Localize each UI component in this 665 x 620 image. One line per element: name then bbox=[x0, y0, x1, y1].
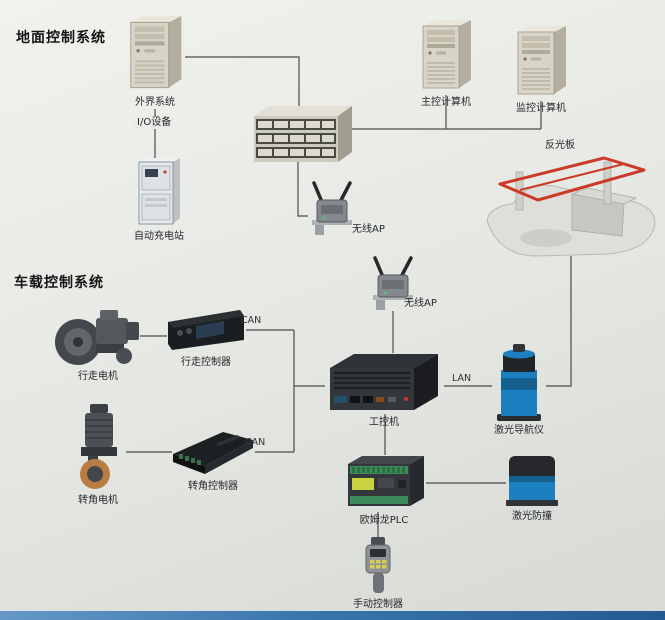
bottom-accent-bar bbox=[0, 611, 665, 620]
travel-controller-icon bbox=[166, 306, 246, 354]
computer-tower-icon bbox=[419, 20, 473, 94]
steering-controller-icon bbox=[171, 426, 255, 478]
travel-controller-label: 行走控制器 bbox=[181, 357, 231, 368]
reflector-machine-icon bbox=[476, 150, 662, 262]
node-wireless-ap-2 bbox=[366, 255, 420, 311]
laser-scanner-icon bbox=[505, 450, 559, 508]
wireless-ap-icon bbox=[366, 255, 420, 311]
omron-plc-label: 欧姆龙PLC bbox=[359, 515, 409, 526]
node-reflector-machine bbox=[476, 150, 662, 262]
node-travel-motor: 行走电机 bbox=[50, 304, 146, 383]
network-switch-icon bbox=[246, 106, 352, 162]
handheld-controller-icon bbox=[360, 536, 396, 596]
node-monitor-computer: 监控计算机 bbox=[500, 26, 582, 115]
node-main-computer: 主控计算机 bbox=[405, 20, 487, 109]
monitor-computer-label: 监控计算机 bbox=[516, 103, 566, 114]
steering-motor-icon bbox=[70, 402, 126, 492]
edge-external-to-switch bbox=[185, 56, 300, 107]
laser-navigator-icon bbox=[491, 340, 547, 422]
node-laser-anticollision: 激光防撞 bbox=[496, 450, 568, 523]
lan-label: LAN bbox=[452, 373, 472, 384]
laser-navigator-label: 激光导航仪 bbox=[494, 425, 544, 436]
wireless-ap-2-label: 无线AP bbox=[404, 298, 437, 309]
computer-tower-icon bbox=[124, 16, 186, 94]
node-charging-station: 自动充电站 bbox=[122, 158, 196, 243]
node-industrial-pc: 工控机 bbox=[320, 352, 448, 429]
industrial-pc-icon bbox=[324, 352, 444, 414]
node-steering-motor: 转角电机 bbox=[60, 402, 136, 507]
charging-station-label: 自动充电站 bbox=[134, 231, 184, 242]
external-system-label: 外界系统 bbox=[135, 97, 175, 108]
wireless-ap-icon bbox=[305, 180, 359, 236]
node-steering-controller: 转角控制器 bbox=[166, 426, 260, 493]
wireless-ap-1-label: 无线AP bbox=[352, 224, 385, 235]
node-omron-plc: 欧姆龙PLC bbox=[338, 454, 430, 527]
steering-controller-label: 转角控制器 bbox=[188, 481, 238, 492]
can-label-steering: CAN bbox=[245, 437, 266, 448]
laser-anticollision-label: 激光防撞 bbox=[512, 511, 552, 522]
can-label-travel: CAN bbox=[241, 315, 262, 326]
travel-motor-label: 行走电机 bbox=[78, 371, 118, 382]
computer-tower-icon bbox=[514, 26, 568, 100]
main-computer-label: 主控计算机 bbox=[421, 97, 471, 108]
node-laser-navigator: 激光导航仪 bbox=[482, 340, 556, 437]
io-device-label: I/O设备 bbox=[134, 117, 175, 129]
node-network-switch bbox=[246, 106, 352, 162]
manual-controller-label: 手动控制器 bbox=[353, 599, 403, 610]
charging-station-icon bbox=[137, 158, 181, 228]
industrial-pc-label: 工控机 bbox=[369, 417, 399, 428]
travel-motor-icon bbox=[54, 304, 142, 368]
reflector-label: 反光板 bbox=[545, 140, 575, 151]
node-external-system: 外界系统 bbox=[112, 16, 198, 109]
node-travel-controller: 行走控制器 bbox=[160, 306, 252, 369]
vehicle-section-title: 车载控制系统 bbox=[14, 275, 104, 291]
ground-section-title: 地面控制系统 bbox=[16, 30, 106, 46]
node-wireless-ap-1 bbox=[305, 180, 359, 236]
node-manual-controller: 手动控制器 bbox=[346, 536, 410, 611]
steering-motor-label: 转角电机 bbox=[78, 495, 118, 506]
plc-icon bbox=[342, 454, 426, 512]
